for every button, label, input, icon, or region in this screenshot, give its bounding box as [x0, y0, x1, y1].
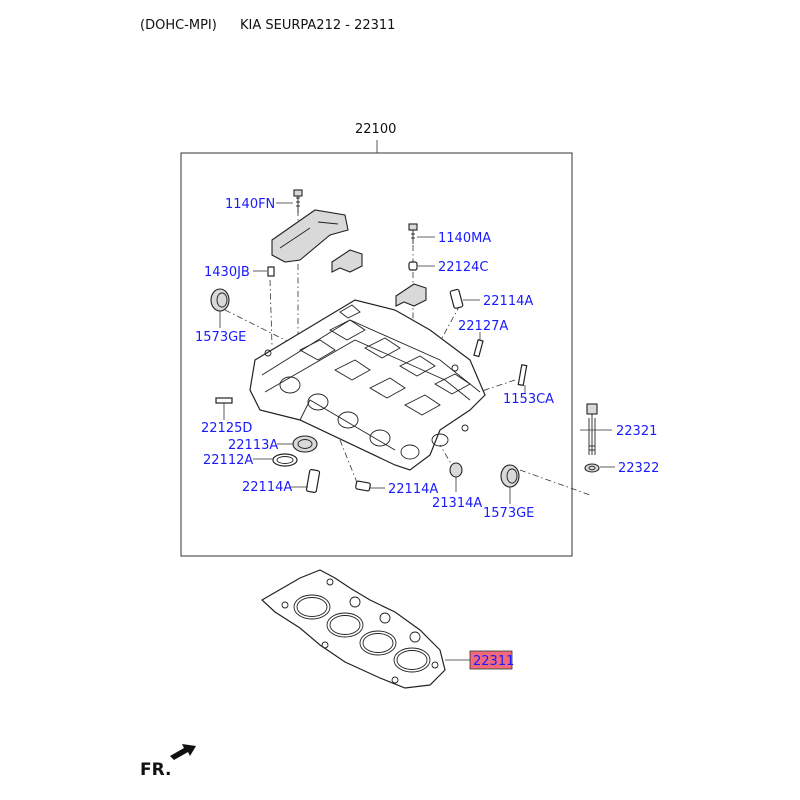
pin-1153ca [517, 364, 528, 387]
front-direction-label: FR. [140, 760, 172, 780]
head-bolt-22321 [586, 403, 598, 455]
bolt-1140fn [293, 189, 303, 213]
label-22114a-left[interactable]: 22114A [242, 480, 292, 495]
label-1573ge-left[interactable]: 1573GE [195, 330, 246, 345]
label-22114a-mid[interactable]: 22114A [388, 482, 438, 497]
dash-line [429, 304, 461, 361]
label-22322[interactable]: 22322 [618, 461, 659, 476]
bolt-1140ma [408, 223, 418, 244]
washer-22322 [584, 463, 600, 473]
engine-type-label: (DOHC-MPI) [140, 18, 217, 33]
dash-line [469, 379, 516, 396]
label-1153ca[interactable]: 1153CA [503, 392, 554, 407]
label-22113a[interactable]: 22113A [228, 438, 278, 453]
label-22112a[interactable]: 22112A [203, 453, 253, 468]
label-1140fn[interactable]: 1140FN [225, 197, 275, 212]
assembly-box [180, 152, 573, 557]
pin-22114a-mid [355, 480, 371, 492]
highlight-part-label[interactable]: 22311 [473, 654, 514, 669]
label-21314a[interactable]: 21314A [432, 496, 482, 511]
dash-line [269, 279, 273, 346]
assembly-label: 22100 [355, 122, 396, 137]
label-22125d[interactable]: 22125D [201, 421, 252, 436]
plug-1573ge-left [210, 288, 230, 312]
vehicle-part-title: KIA SEURPA212 - 22311 [240, 18, 396, 33]
label-22321[interactable]: 22321 [616, 424, 657, 439]
highlight-box [469, 650, 513, 670]
dowel-pin-1430jb [267, 266, 275, 277]
cylinder-head [249, 299, 486, 471]
head-gasket-22311 [260, 569, 446, 689]
label-22127a[interactable]: 22127A [458, 319, 508, 334]
label-22124c[interactable]: 22124C [438, 260, 488, 275]
camshaft-bearing-cap [331, 249, 363, 273]
camshaft-bearing-cap-front [271, 209, 349, 263]
dash-line [519, 469, 591, 496]
dowel-22114a-top [449, 288, 464, 309]
label-22114a-top[interactable]: 22114A [483, 294, 533, 309]
plug-21314a [449, 462, 463, 478]
seal-22113a [292, 435, 318, 453]
oring-22112a [272, 453, 298, 467]
camshaft-bearing-cap-right [395, 283, 427, 307]
front-arrow-icon [170, 744, 196, 760]
washer-22124c [408, 261, 418, 271]
dowel-22114a-left [305, 469, 321, 493]
label-1140ma[interactable]: 1140MA [438, 231, 491, 246]
pin-22125d [215, 397, 233, 404]
label-1573ge-right[interactable]: 1573GE [483, 506, 534, 521]
pin-22127a [473, 339, 484, 358]
label-1430jb[interactable]: 1430JB [204, 265, 250, 280]
plug-1573ge-right [500, 464, 520, 488]
